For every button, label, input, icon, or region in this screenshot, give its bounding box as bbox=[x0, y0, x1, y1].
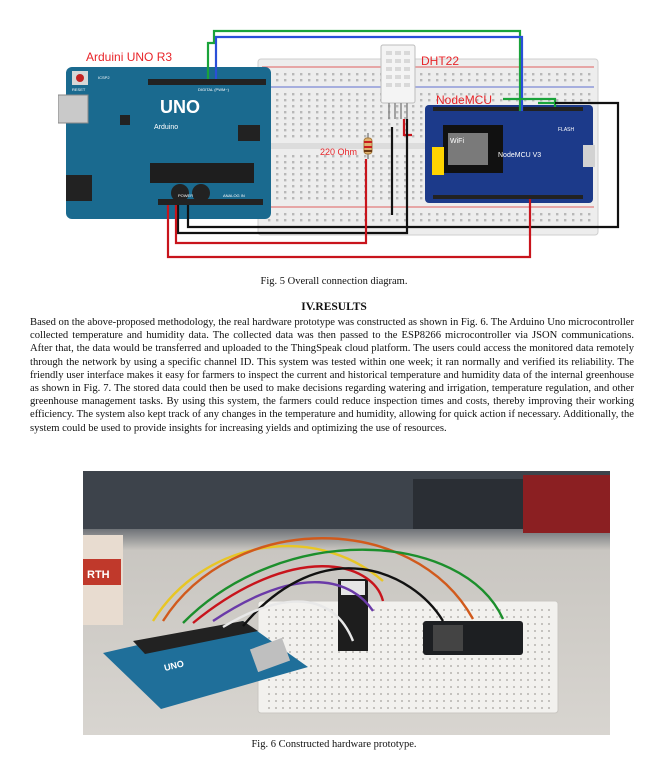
wires bbox=[166, 29, 620, 259]
arduino-brand-label: Arduino bbox=[154, 124, 178, 131]
dht22-sensor bbox=[380, 44, 416, 119]
digital-label: DIGITAL (PWM~) bbox=[198, 87, 230, 92]
box-text: RTH bbox=[87, 569, 110, 581]
nodemcu-board-label: NodeMCU V3 bbox=[498, 152, 541, 159]
uno-logo: UNO bbox=[160, 97, 200, 117]
wifi-label: WiFi bbox=[450, 138, 464, 145]
arduino-uno-board: UNO Arduino RESET ICSP2 DIGITAL (PWM~) A… bbox=[58, 67, 271, 219]
nodemcu-label: NodeMCU bbox=[436, 93, 492, 107]
figure-5-caption: Fig. 5 Overall connection diagram. bbox=[260, 276, 408, 287]
reset-label: RESET bbox=[72, 87, 86, 92]
dht22-label: DHT22 bbox=[421, 54, 459, 68]
icsp-label: ICSP2 bbox=[98, 75, 110, 80]
power-label: POWER bbox=[178, 193, 193, 198]
analog-label: ANALOG IN bbox=[223, 193, 245, 198]
resistor bbox=[363, 133, 373, 159]
nodemcu-board: WiFi NodeMCU V3 FLASH bbox=[425, 105, 595, 203]
resistor-label: 220 Ohm bbox=[320, 147, 357, 157]
connection-diagram: UNO Arduino RESET ICSP2 DIGITAL (PWM~) A… bbox=[58, 7, 632, 272]
figure-6-caption: Fig. 6 Constructed hardware prototype. bbox=[251, 739, 417, 750]
hardware-prototype-photo: RTH UNO bbox=[83, 471, 610, 735]
photo-uno-logo: UNO bbox=[163, 658, 185, 673]
red-box bbox=[83, 559, 121, 585]
section-heading: IV.RESULTS bbox=[301, 301, 367, 313]
photo-arduino: UNO bbox=[103, 621, 308, 709]
photo-wires bbox=[151, 537, 505, 642]
flash-label: FLASH bbox=[558, 127, 575, 133]
arduino-label: Arduini UNO R3 bbox=[86, 50, 172, 64]
results-paragraph: Based on the above-proposed methodology,… bbox=[30, 317, 634, 434]
